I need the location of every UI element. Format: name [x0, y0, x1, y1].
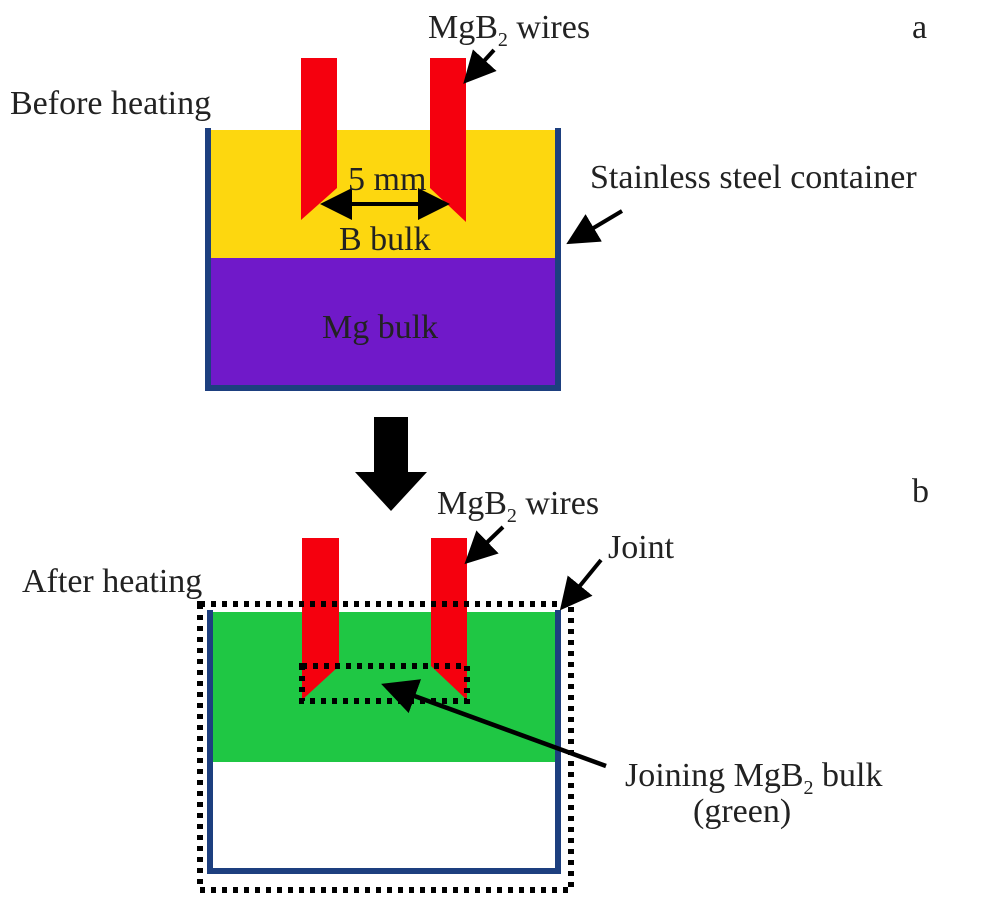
joint-label: Joint [608, 529, 675, 566]
panel-a-title: Before heating [10, 85, 211, 122]
b-bulk-label: B bulk [339, 221, 431, 258]
joining-label: Joining MgB2 bulk [625, 757, 883, 799]
process-down-arrow [355, 417, 427, 511]
mg-bulk-label: Mg bulk [322, 309, 438, 346]
mgb2-wire-left [301, 58, 337, 220]
mgb2-wire-right [430, 58, 466, 222]
mgb2-wire-right-b [431, 538, 467, 700]
panel-a-wires-label: MgB2 wires [428, 9, 590, 51]
container-pointer-arrow [566, 209, 624, 245]
stainless-container-b [207, 610, 561, 874]
joint-pointer-arrow [559, 558, 603, 611]
panel-b-title: After heating [22, 563, 202, 600]
mg-bulk-layer [210, 258, 558, 388]
joining-pointer-arrow [381, 679, 607, 769]
wires-pointer-arrow-b [464, 525, 505, 565]
joint-outline [197, 601, 574, 893]
panel-a-letter: a [912, 9, 927, 46]
panel-b-wires-label: MgB2 wires [437, 485, 599, 527]
mgb2-wire-left-b [302, 538, 339, 700]
wires-pointer-arrow-a [463, 48, 497, 84]
panel-b: After heating b MgB2 wires Joint Joining… [22, 473, 929, 893]
container-label: Stainless steel container [590, 159, 917, 196]
stainless-container [205, 128, 561, 391]
panel-a: 5 mm B bulk Mg bulk Before heating a MgB… [10, 9, 927, 391]
distance-label: 5 mm [348, 161, 426, 198]
mgb2-joint-bulk [213, 612, 558, 762]
panel-b-letter: b [912, 473, 929, 510]
joining-label-line2: (green) [693, 793, 791, 830]
